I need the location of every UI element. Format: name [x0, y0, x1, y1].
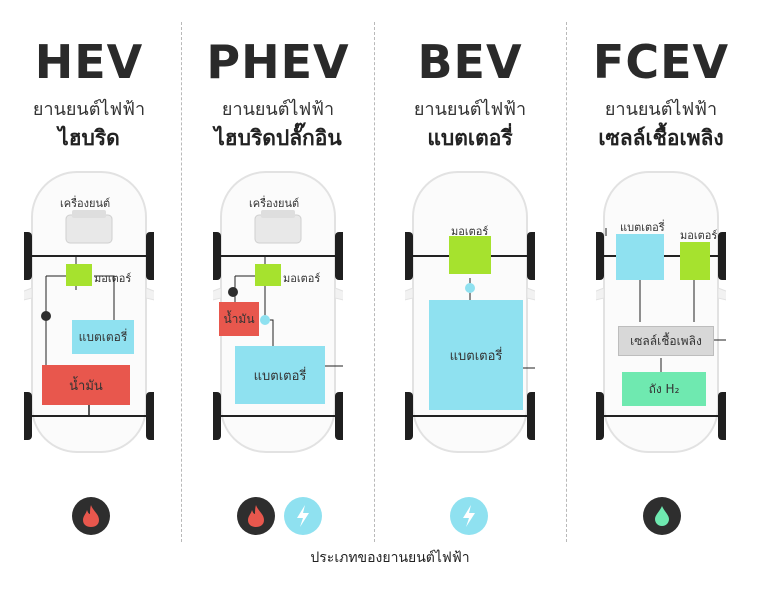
engine-label: เครื่องยนต์ [249, 197, 300, 210]
lightning-icon [450, 497, 488, 535]
type-subtitle: ยานยนต์ไฟฟ้า [221, 99, 335, 120]
motor-label: มอเตอร์ [680, 229, 718, 242]
type-name: ไฮบริดปลั๊กอิน [214, 126, 342, 150]
fuel-tank-box: น้ำมัน [42, 365, 130, 405]
battery-label: แบตเตอรี่ [620, 221, 665, 234]
fire-icon [72, 497, 110, 535]
motor-box [66, 264, 92, 286]
type-subtitle: ยานยนต์ไฟฟ้า [32, 99, 146, 120]
motor-box [680, 242, 710, 280]
fuel-cell-box: เซลล์เชื้อเพลิง [618, 326, 714, 356]
type-subtitle: ยานยนต์ไฟฟ้า [604, 99, 718, 120]
car-diagram: เครื่องยนต์ มอเตอร์ แบตเตอรี่ น้ำมัน [24, 170, 154, 460]
fuel-tank-box: น้ำมัน [219, 302, 259, 336]
type-subtitle: ยานยนต์ไฟฟ้า [413, 99, 527, 120]
column-divider [374, 22, 375, 542]
column-divider [181, 22, 182, 542]
type-name: ไฮบริด [58, 126, 120, 150]
lightning-icon [284, 497, 322, 535]
type-code: HEV [34, 35, 144, 89]
fire-icon [237, 497, 275, 535]
figure-caption: ประเภทของยานยนต์ไฟฟ้า [310, 550, 470, 566]
hydrogen-tank-box: ถัง H₂ [622, 372, 706, 406]
bev-column: BEV ยานยนต์ไฟฟ้า แบตเตอรี่ มอเตอร์ แบตเต… [375, 0, 565, 550]
engine-label: เครื่องยนต์ [60, 197, 111, 210]
motor-label: มอเตอร์ [94, 272, 132, 285]
type-name: เซลล์เชื้อเพลิง [598, 126, 724, 150]
phev-column: PHEV ยานยนต์ไฟฟ้า ไฮบริดปลั๊กอิน เครื่อ [183, 0, 373, 550]
car-diagram: มอเตอร์ แบตเตอรี่ [405, 170, 535, 460]
type-code: PHEV [206, 35, 350, 89]
fcev-column: FCEV ยานยนต์ไฟฟ้า เซลล์เชื้อเพลิง แบตเตอ… [566, 0, 756, 550]
motor-label: มอเตอร์ [283, 272, 321, 285]
car-diagram: เครื่องยนต์ มอเตอร์ น้ำมัน แบตเตอรี่ [213, 170, 343, 460]
motor-box [449, 236, 491, 274]
battery-box: แบตเตอรี่ [235, 346, 325, 404]
battery-box [616, 234, 664, 280]
water-drop-icon [643, 497, 681, 535]
type-code: BEV [417, 35, 523, 89]
battery-box: แบตเตอรี่ [72, 320, 134, 354]
motor-box [255, 264, 281, 286]
car-diagram: แบตเตอรี่ มอเตอร์ เซลล์เชื้อเพลิง ถัง H₂ [596, 170, 726, 460]
hev-column: HEV ยานยนต์ไฟฟ้า ไฮบริด เครื่องยนต์ มอเต… [0, 0, 184, 550]
type-code: FCEV [592, 35, 730, 89]
battery-box: แบตเตอรี่ [429, 300, 523, 410]
motor-label: มอเตอร์ [451, 225, 489, 238]
column-divider [566, 22, 567, 542]
type-name: แบตเตอรี่ [427, 126, 513, 150]
